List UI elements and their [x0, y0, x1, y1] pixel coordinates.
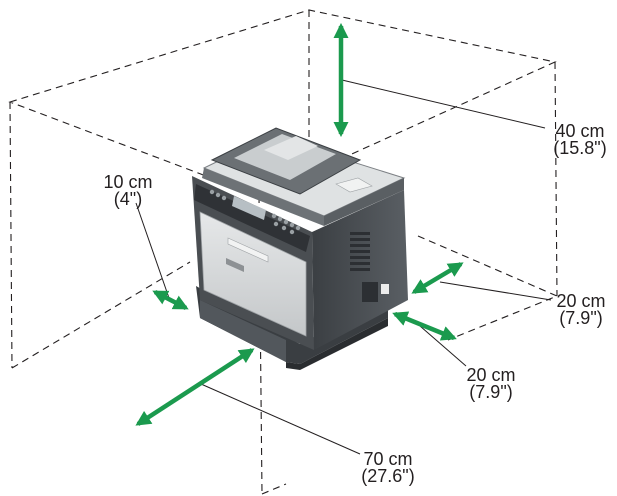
front-imperial: (27.6") — [361, 466, 415, 486]
double-headed-arrow-right — [411, 262, 464, 294]
leader-top — [341, 79, 546, 129]
left-imperial: (4") — [113, 189, 143, 209]
top-metric: 40 cm — [555, 121, 605, 141]
left-metric: 10 cm — [103, 172, 153, 192]
clearance-box — [8, 9, 559, 495]
top-imperial: (15.8") — [553, 138, 607, 158]
box-edge-right — [554, 61, 558, 297]
double-headed-arrow-front — [135, 348, 255, 426]
label-left-clearance: 10 cm (4") — [96, 172, 160, 209]
box-edge-left — [9, 101, 13, 369]
label-right-clearance: 20 cm (7.9") — [548, 291, 614, 328]
clearance-arrows — [135, 22, 464, 426]
leader-front — [200, 383, 361, 455]
label-rear-clearance: 20 cm (7.9") — [458, 365, 524, 402]
right-imperial: (7.9") — [559, 308, 603, 328]
front-metric: 70 cm — [363, 449, 413, 469]
double-headed-arrow-rear — [392, 311, 457, 341]
leader-right — [439, 281, 552, 301]
leader-left — [135, 202, 170, 299]
right-metric: 20 cm — [556, 291, 606, 311]
label-front-clearance: 70 cm (27.6") — [350, 449, 426, 486]
multifunction-printer-icon — [192, 127, 408, 370]
box-bottom-face — [11, 235, 559, 495]
label-top-clearance: 40 cm (15.8") — [544, 121, 616, 158]
double-headed-arrow-left — [152, 290, 189, 310]
rear-metric: 20 cm — [466, 365, 516, 385]
rear-imperial: (7.9") — [469, 382, 513, 402]
